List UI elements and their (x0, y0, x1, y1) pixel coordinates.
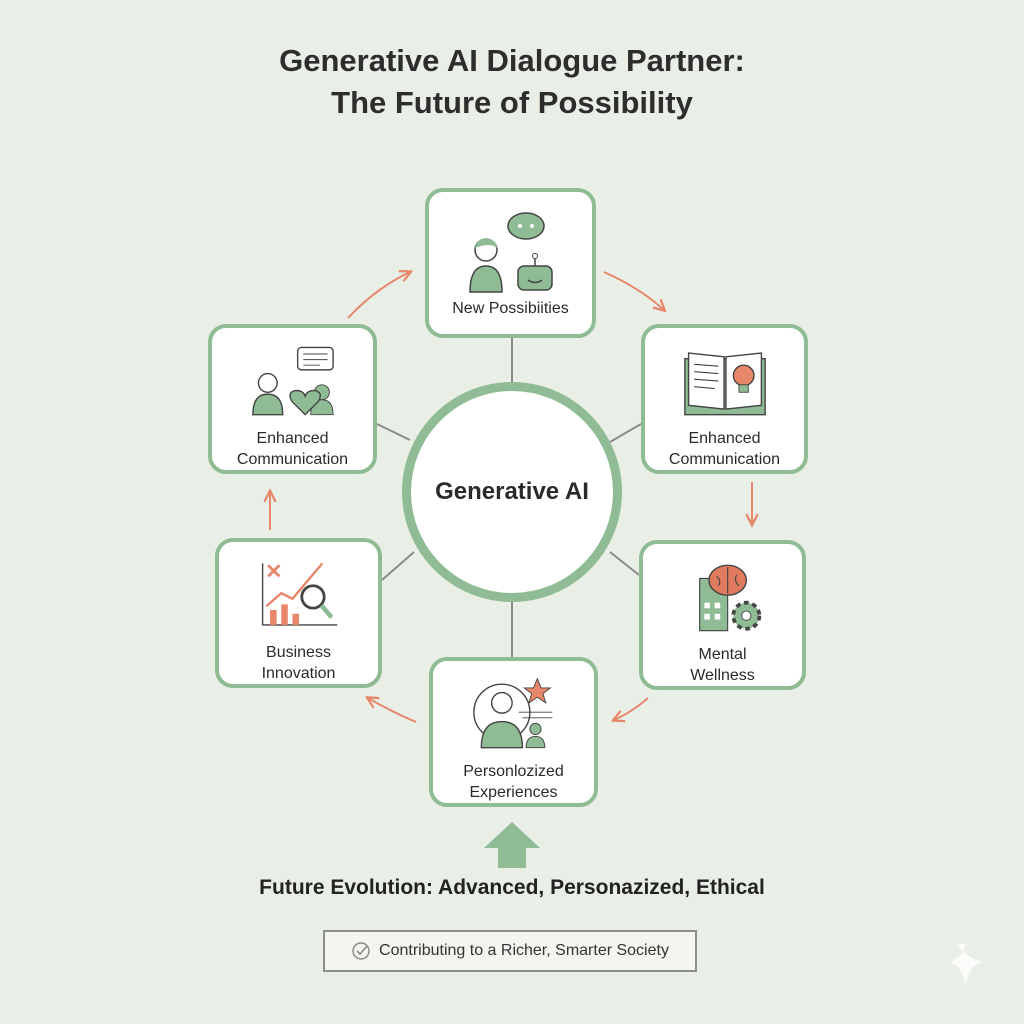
title-line-2: The Future of Possibility (331, 85, 693, 120)
hub-label: Generative AI (435, 478, 589, 505)
cycle-arrows (270, 272, 752, 723)
brain-gear-icon (698, 564, 761, 632)
spoke-lines (376, 338, 642, 657)
title-line-1: Generative AI Dialogue Partner: (279, 43, 745, 78)
person-star-icon (472, 677, 552, 749)
page-title: Generative AI Dialogue Partner: The Futu… (0, 40, 1024, 124)
future-evolution-text: Future Evolution: Advanced, Personazized… (259, 876, 765, 899)
people-heart-chat-icon (251, 346, 334, 416)
book-lightbulb-icon (683, 352, 766, 416)
card-label: New Possibiities (452, 300, 569, 317)
society-badge: Contributing to a Richer, Smarter Societ… (323, 930, 697, 972)
person-robot-chat-icon (468, 212, 553, 293)
card-new-possibilities: New Possibiities (425, 188, 596, 338)
society-text: Contributing to a Richer, Smarter Societ… (379, 942, 669, 959)
up-arrow-icon (484, 822, 540, 868)
check-circle-icon (352, 942, 370, 960)
hub-generative-ai: Generative AI (402, 382, 622, 602)
sparkle-icon (950, 944, 982, 986)
chart-magnifier-icon (261, 562, 337, 626)
